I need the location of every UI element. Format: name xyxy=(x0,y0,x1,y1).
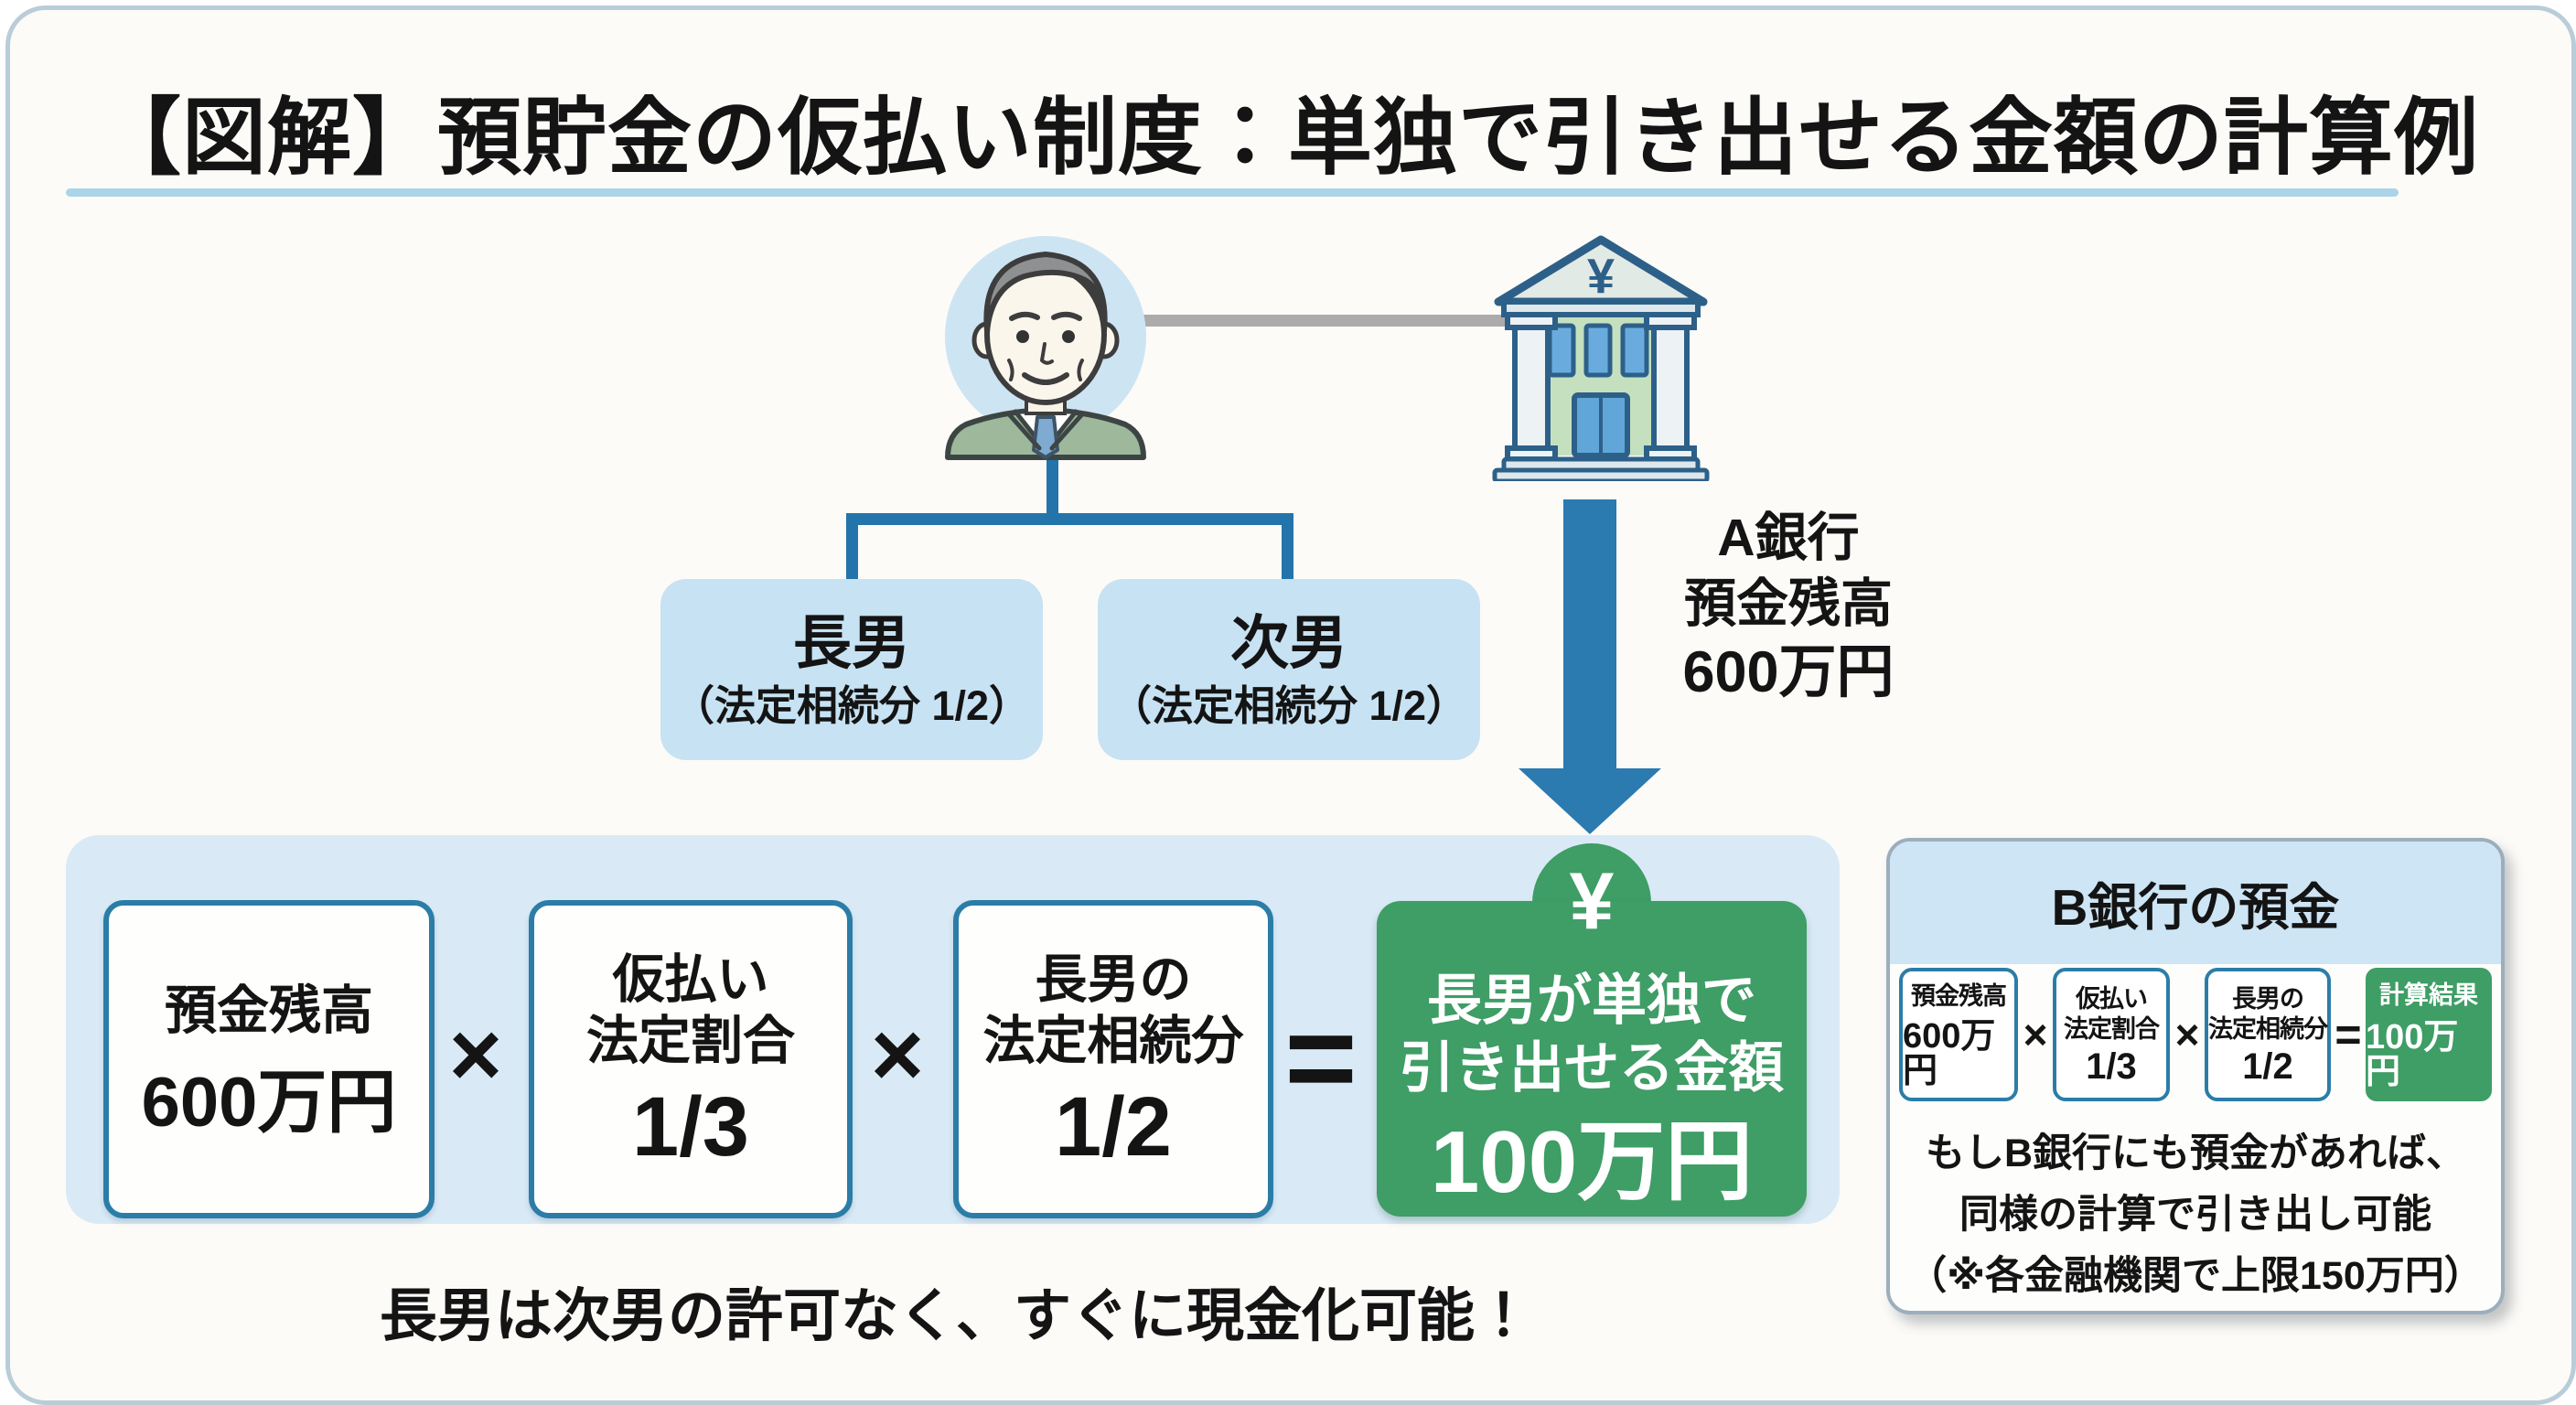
down-arrow-shaft xyxy=(1563,499,1616,768)
result-label-1: 長男が単独で xyxy=(1427,970,1756,1031)
mini-box-ratio: 仮払い 法定割合 1/3 xyxy=(2053,968,2170,1101)
tree-line-horizontal xyxy=(846,513,1293,525)
equals-sign: = xyxy=(1284,988,1358,1127)
bank-b-note-2: 同様の計算で引き出し可能 xyxy=(1959,1193,2431,1237)
mini-equals-sign: = xyxy=(2334,1009,2362,1060)
mini-box-share: 長男の 法定相続分 1/2 xyxy=(2205,968,2331,1101)
result-value: 100万円 xyxy=(1430,1113,1754,1211)
page-title: 【図解】預貯金の仮払い制度：単独で引き出せる金額の計算例 xyxy=(96,91,2479,185)
yen-icon: ¥ xyxy=(1569,855,1615,946)
calc-box-ratio: 仮払い 法定割合 1/3 xyxy=(529,900,853,1218)
balance-value: 600万円 xyxy=(141,1063,397,1142)
result-box: 長男が単独で 引き出せる金額 100万円 xyxy=(1377,901,1807,1217)
share-label-1: 長男の xyxy=(1035,949,1192,1009)
mini-result-label: 計算結果 xyxy=(2379,981,2478,1009)
bank-a-name: A銀行 xyxy=(1717,509,1860,567)
result-label-2: 引き出せる金額 xyxy=(1400,1037,1784,1099)
son-card-chonan: 長男 （法定相続分 1/2） xyxy=(660,579,1043,760)
mini-ratio-label-1: 仮払い xyxy=(2076,985,2148,1013)
calc-box-balance: 預金残高 600万円 xyxy=(103,900,435,1218)
ratio-label-1: 仮払い xyxy=(612,949,769,1009)
down-arrow-head xyxy=(1519,768,1661,834)
ratio-value: 1/3 xyxy=(632,1080,749,1174)
tree-line-vertical xyxy=(1046,456,1058,520)
caption-note: 長男は次男の許可なく、すぐに現金化可能！ xyxy=(380,1284,1532,1348)
bank-b-title: B銀行の預金 xyxy=(2051,879,2340,936)
bank-yen-glyph: ¥ xyxy=(1587,249,1615,304)
mini-balance-value: 600万円 xyxy=(1903,1016,1996,1090)
tree-line-stub-son1 xyxy=(846,513,858,585)
bank-b-header: B銀行の預金 xyxy=(1890,842,2501,964)
mini-balance-label: 預金残高 xyxy=(1911,981,2007,1010)
son-card-jinan: 次男 （法定相続分 1/2） xyxy=(1098,579,1480,760)
multiply-sign: × xyxy=(448,1003,503,1106)
son-share: （法定相続分 1/2） xyxy=(1110,681,1468,729)
son-share: （法定相続分 1/2） xyxy=(672,681,1031,729)
son-name: 長男 xyxy=(793,609,910,676)
bank-b-calc-row: 預金残高 600万円 × 仮払い 法定割合 1/3 × 長男の 法定相続分 1/… xyxy=(1899,966,2492,1103)
mini-result-box: 計算結果 100万円 xyxy=(2366,968,2492,1101)
bank-a-balance-label: 預金残高 xyxy=(1684,574,1893,633)
multiply-sign: × xyxy=(870,1003,925,1106)
son-name: 次男 xyxy=(1230,609,1347,676)
title-underline xyxy=(66,188,2399,197)
mini-ratio-value: 1/3 xyxy=(2086,1046,2137,1087)
tree-line-stub-son2 xyxy=(1282,513,1293,585)
mini-result-value: 100万円 xyxy=(2366,1017,2459,1091)
mini-share-label-1: 長男の xyxy=(2232,985,2304,1013)
share-value: 1/2 xyxy=(1055,1080,1172,1174)
bank-a-balance-value: 600万円 xyxy=(1682,640,1894,704)
father-icon xyxy=(945,236,1146,460)
bank-b-note-1: もしB銀行にも預金があれば、 xyxy=(1925,1132,2466,1175)
mini-share-label-2: 法定相続分 xyxy=(2208,1015,2328,1043)
share-label-2: 法定相続分 xyxy=(982,1012,1244,1070)
bank-icon: ¥ xyxy=(1492,235,1710,481)
mini-box-balance: 預金残高 600万円 xyxy=(1899,968,2018,1101)
mini-share-value: 1/2 xyxy=(2242,1046,2293,1087)
ratio-label-2: 法定割合 xyxy=(586,1012,795,1070)
mini-ratio-label-2: 法定割合 xyxy=(2064,1015,2160,1043)
calc-box-share: 長男の 法定相続分 1/2 xyxy=(953,900,1273,1218)
bank-b-notes: もしB銀行にも預金があれば、 同様の計算で引き出し可能 （※各金融機関で上限15… xyxy=(1899,1123,2492,1307)
mini-multiply-sign: × xyxy=(2023,1011,2048,1058)
connector-line-person-bank xyxy=(1134,315,1511,327)
bank-a-label: A銀行 預金残高 600万円 xyxy=(1642,505,1935,708)
mini-multiply-sign: × xyxy=(2174,1011,2200,1058)
bank-b-note-3: （※各金融機関で上限150万円） xyxy=(1907,1254,2484,1298)
balance-label: 預金残高 xyxy=(165,981,373,1041)
